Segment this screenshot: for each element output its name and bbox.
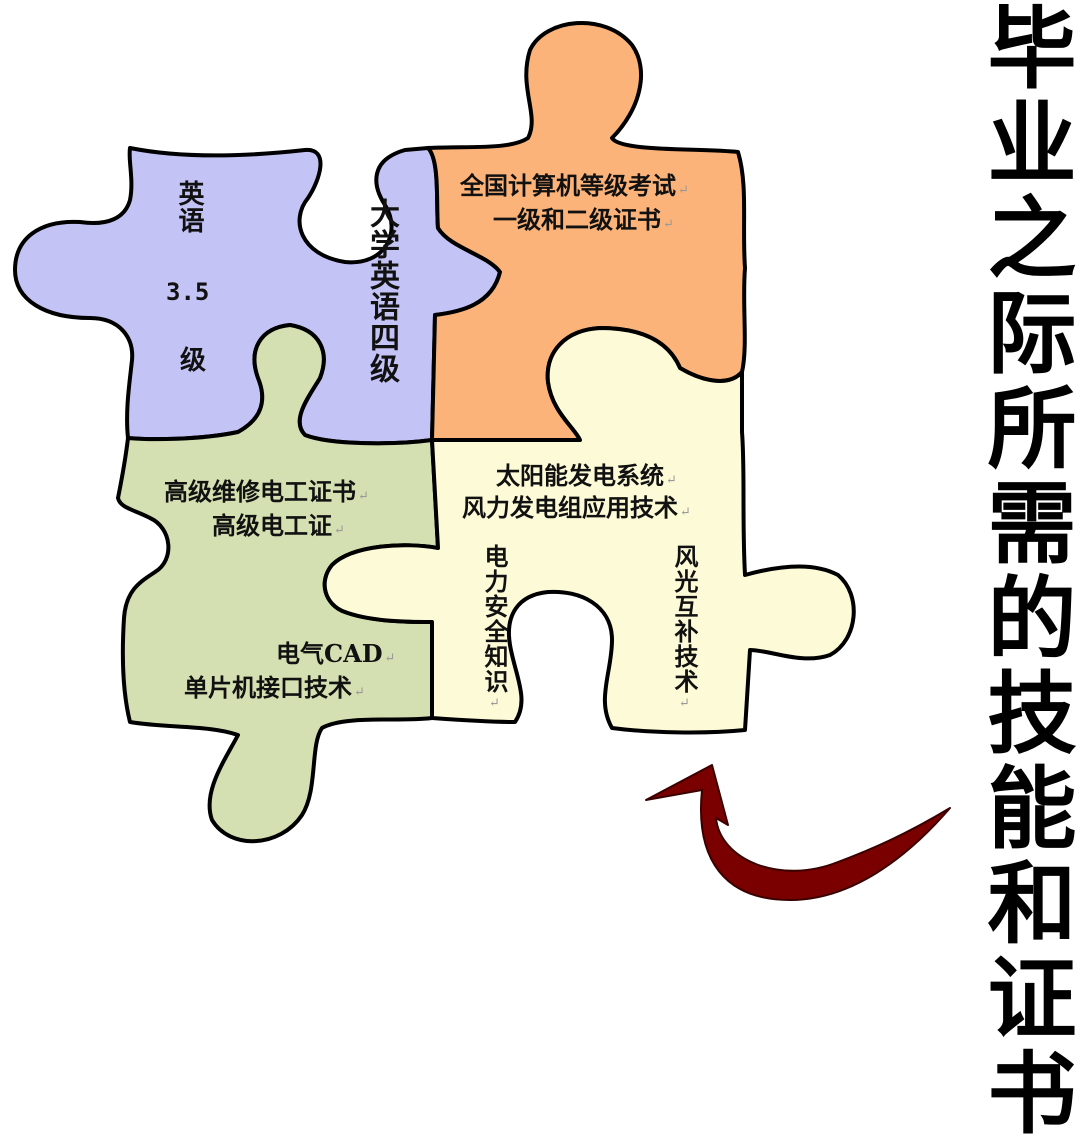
solar-system-label: 太阳能发电系统↵ <box>496 461 677 490</box>
return-marker-icon: ↵ <box>354 685 365 700</box>
return-marker-icon: ↵ <box>663 217 674 232</box>
yellow-puzzle-piece <box>322 326 856 735</box>
english-label: 英语 <box>174 180 204 234</box>
return-marker-icon: ↵ <box>334 523 345 538</box>
english-level-suffix: 级 <box>180 346 207 376</box>
return-marker-icon: ↵ <box>358 489 369 504</box>
electrician-cert-line2: 高级电工证↵ <box>212 511 345 540</box>
return-marker-icon: ↵ <box>666 473 677 488</box>
return-marker-icon: ↵ <box>678 183 689 198</box>
return-marker-icon: ↵ <box>487 696 502 712</box>
return-marker-icon: ↵ <box>384 651 396 666</box>
english-level: 3.5 <box>166 278 210 306</box>
mcu-interface-label: 单片机接口技术↵ <box>184 673 365 702</box>
electrical-cad-label: 电气CAD↵ <box>276 639 396 668</box>
slide-title: 毕业之际所需的技能和证书 <box>978 2 1086 1142</box>
title-char: 技 <box>987 662 1077 766</box>
wind-power-label: 风力发电组应用技术↵ <box>462 493 691 522</box>
return-marker-icon: ↵ <box>680 505 691 520</box>
electrician-cert-line1: 高级维修电工证书↵ <box>164 477 369 506</box>
power-safety-label: 电力安全知识↵ <box>480 544 509 712</box>
title-char: 之 <box>987 187 1077 291</box>
computer-exam-line1: 全国计算机等级考试↵ <box>460 171 689 200</box>
wind-solar-hybrid-label: 风光互补技术↵ <box>670 544 699 712</box>
slide-canvas: 英语 3.5 级 大学英语四级 全国计算机等级考试↵ 一级和二级证书↵ 高级维修… <box>13 2 1077 1142</box>
title-char: 毕 <box>987 0 1077 101</box>
curved-arrow <box>645 764 951 901</box>
orange-puzzle-piece <box>426 21 747 442</box>
title-char: 的 <box>987 567 1077 671</box>
title-char: 书 <box>987 1042 1077 1146</box>
title-char: 能 <box>987 757 1077 861</box>
title-char: 际 <box>987 282 1077 386</box>
computer-exam-line2: 一级和二级证书↵ <box>493 205 674 234</box>
title-char: 证 <box>987 947 1077 1051</box>
title-char: 业 <box>987 92 1077 196</box>
purple-puzzle-piece <box>13 146 502 446</box>
title-char: 所 <box>987 377 1077 481</box>
cet4-label: 大学英语四级 <box>364 198 399 384</box>
green-puzzle-piece <box>116 323 440 844</box>
title-char: 和 <box>987 852 1077 956</box>
puzzle-diagram <box>13 21 951 901</box>
return-marker-icon: ↵ <box>677 696 692 712</box>
title-char: 需 <box>987 472 1077 576</box>
